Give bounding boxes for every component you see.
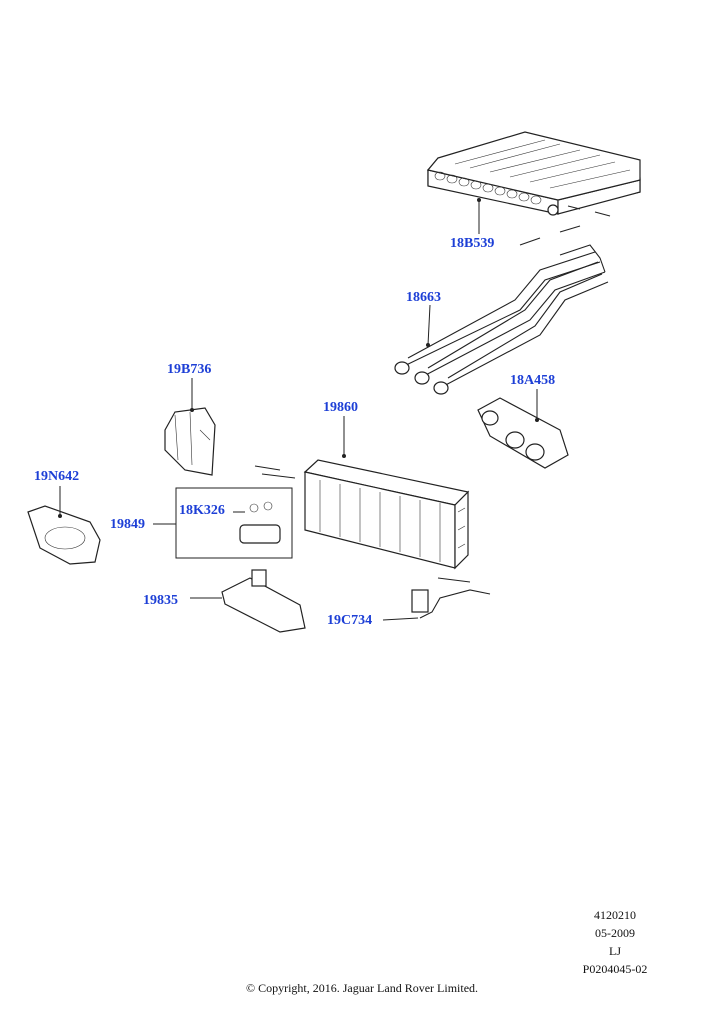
drawing-number: 4120210 bbox=[594, 908, 636, 922]
duct-drawing bbox=[164, 407, 216, 476]
pipe-connector-drawing bbox=[477, 397, 569, 469]
copyright-notice: © Copyright, 2016. Jaguar Land Rover Lim… bbox=[245, 981, 479, 995]
callout-18663[interactable]: 18663 bbox=[406, 290, 441, 305]
callout-19C734[interactable]: 19C734 bbox=[327, 613, 373, 628]
heater-pipes-drawing bbox=[394, 225, 609, 395]
temperature-sensor-drawing bbox=[382, 577, 491, 621]
callout-19860[interactable]: 19860 bbox=[323, 400, 358, 415]
illustration-id: P0204045-02 bbox=[582, 962, 648, 976]
callout-19849[interactable]: 19849 bbox=[110, 517, 145, 532]
drawing-initials: LJ bbox=[609, 944, 621, 958]
heater-core-drawing bbox=[426, 131, 641, 217]
valve-group-bracket bbox=[153, 487, 293, 559]
meta-block: 4120210 05-2009 LJ P0204045-02 bbox=[580, 908, 650, 980]
drawing-date: 05-2009 bbox=[595, 926, 635, 940]
callout-18K326[interactable]: 18K326 bbox=[179, 503, 225, 518]
seal-ring-drawing bbox=[27, 505, 101, 565]
callout-18B539[interactable]: 18B539 bbox=[450, 236, 495, 251]
callout-19N642[interactable]: 19N642 bbox=[34, 469, 80, 484]
callout-19B736[interactable]: 19B736 bbox=[167, 362, 212, 377]
leader-lines bbox=[58, 198, 539, 518]
callout-18A458[interactable]: 18A458 bbox=[510, 373, 556, 388]
evaporator-drawing bbox=[254, 459, 470, 570]
valve-housing-drawing bbox=[190, 569, 306, 633]
callout-19835[interactable]: 19835 bbox=[143, 593, 178, 608]
